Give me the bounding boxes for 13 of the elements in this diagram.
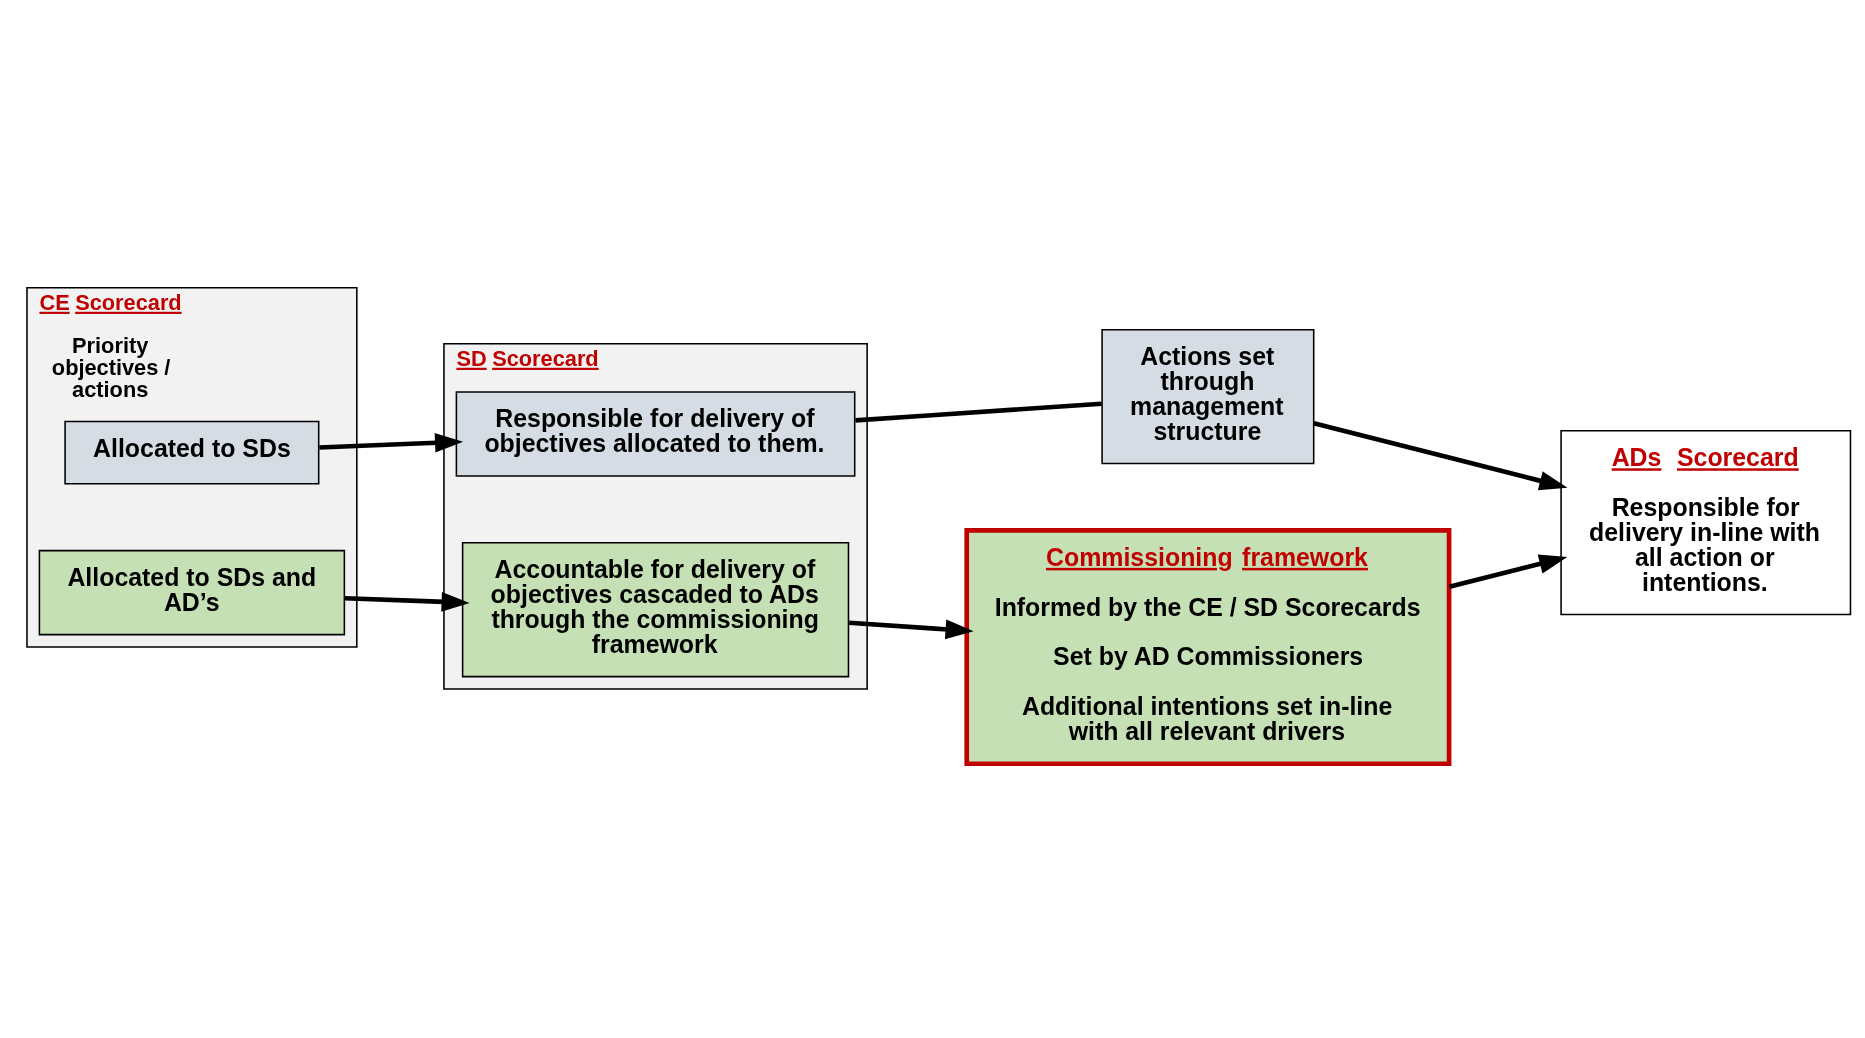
node-box: ADs Scorecard Responsible for delivery in-line with all action or intentions.: [1560, 429, 1852, 615]
arrow: [849, 619, 974, 639]
connector: [855, 400, 1102, 423]
node-box: Allocated to SDs and AD’s: [38, 549, 346, 635]
arrow: [1449, 553, 1568, 589]
node-box: Actions set through management structure: [1101, 328, 1315, 464]
node-box: Allocated to SDs: [64, 420, 320, 484]
arrow: [344, 591, 470, 612]
node-box: Accountable for delivery of objectives cascaded to ADs through the commissioning framework: [461, 541, 850, 677]
node-box: Commissioning framework Informed by the CE / SD Scorecards Set by AD Commissioners Additional intentions set in-line with all relevant drivers: [964, 527, 1452, 766]
node-box: Responsible for delivery of objectives allocated to them.: [455, 390, 856, 477]
arrow: [319, 432, 464, 453]
arrow: [1313, 420, 1568, 490]
